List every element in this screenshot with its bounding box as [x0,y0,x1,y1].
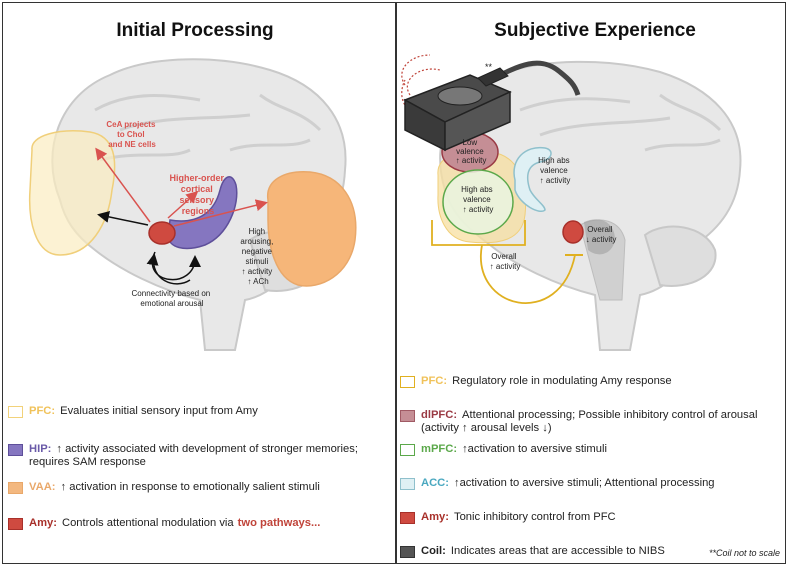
stim-annotation-6: ↑ ACh [247,277,268,286]
cea-annotation-3: and NE cells [108,140,156,149]
legend-desc: Tonic inhibitory control from PFC [453,511,616,523]
legend-key: VAA: [29,481,56,493]
panel-divider [395,2,397,564]
vaa-region-left [267,171,357,287]
dlpfc-swatch [400,410,415,422]
legend-key: HIP: [29,443,52,455]
legend-desc: Indicates areas that are accessible to N… [450,545,665,557]
legend-item-mpfc-right: mPFC: ↑activation to aversive stimuli [400,443,607,456]
right-legend: PFC: Regulatory role in modulating Amy r… [400,375,782,560]
legend-desc: Controls attentional modulation via [61,517,234,529]
legend-item-amy-left: Amy: Controls attentional modulation via… [8,517,320,530]
stim-annotation-2: arousing, [240,237,273,246]
two-pathways-highlight: two pathways... [237,517,321,529]
legend-key: dlPFC: [421,409,458,421]
legend-item-hip-left: HIP:↑ activity associated with developme… [8,443,383,469]
hoc-annotation-3: sensory [179,195,214,205]
legend-desc: Attentional processing; Possible inhibit… [421,409,758,434]
stim-annotation-1: High [249,227,265,236]
left-legend: PFC: Evaluates initial sensory input fro… [8,405,388,535]
vaa-swatch [8,482,23,494]
legend-key: PFC: [29,405,56,417]
amy-swatch [8,518,23,530]
legend-key: ACC: [421,477,449,489]
pfc-swatch [400,376,415,388]
stim-annotation-5: ↑ activity [242,267,273,276]
legend-desc: ↑activation to aversive stimuli [462,443,607,455]
cea-annotation-1: CeA projects [106,120,156,129]
conn-annotation-2: emotional arousal [140,299,203,308]
left-brain-diagram: CeA projects to Chol and NE cells Higher… [28,58,357,351]
legend-desc: ↑activation to aversive stimuli; Attenti… [453,477,715,489]
svg-text:Connectivity based on emot: Connectivity based on emotional arousal [132,289,213,308]
legend-item-amy-right: Amy: Tonic inhibitory control from PFC [400,511,616,524]
hip-region-left [167,176,238,250]
legend-item-acc-right: ACC: ↑activation to aversive stimuli; At… [400,477,715,490]
conn-annotation-1: Connectivity based on [132,289,211,298]
legend-desc: ↑ activity associated with development o… [29,443,358,468]
right-panel-title: Subjective Experience [494,20,696,41]
legend-key: PFC: [421,375,448,387]
mpfc-swatch [400,444,415,456]
legend-key: Coil: [421,545,446,557]
legend-item-dlpfc-right: dlPFC:Attentional processing; Possible i… [400,409,778,435]
stim-annotation-3: negative [242,247,273,256]
amy-region-left [148,221,176,245]
pfc-swatch [8,406,23,418]
legend-item-pfc-right: PFC: Regulatory role in modulating Amy r… [400,375,672,388]
legend-key: Amy: [29,517,57,529]
hoc-annotation-2: cortical [181,184,213,194]
legend-item-pfc-left: PFC: Evaluates initial sensory input fro… [8,405,258,418]
legend-item-coil-right: Coil: Indicates areas that are accessibl… [400,545,665,558]
left-panel-title: Initial Processing [116,20,274,41]
hip-swatch [8,444,23,456]
legend-desc: ↑ activation in response to emotionally … [60,481,320,493]
hoc-annotation-1: Higher-order [169,173,224,183]
pfc-region-left [28,130,116,256]
legend-item-vaa-left: VAA: ↑ activation in response to emotion… [8,481,320,494]
legend-desc: Regulatory role in modulating Amy respon… [452,375,672,387]
hoc-annotation-4: regions [182,206,215,216]
acc-swatch [400,478,415,490]
amy-swatch [400,512,415,524]
legend-key: mPFC: [421,443,458,455]
svg-text:CeA projects to Chol a: CeA projects to Chol and NE cells [106,120,157,149]
cea-annotation-2: to Chol [117,130,145,139]
legend-key: Amy: [421,511,449,523]
svg-text:Higher-order cortical: Higher-order cortical sensory regions [169,173,226,216]
coil-swatch [400,546,415,558]
svg-text:High arousing, negativ: High arousing, negative stimuli ↑ activi… [240,227,275,286]
stim-annotation-4: stimuli [246,257,269,266]
legend-desc: Evaluates initial sensory input from Amy [60,405,258,417]
coil-footnote: **Coil not to scale [708,548,780,558]
